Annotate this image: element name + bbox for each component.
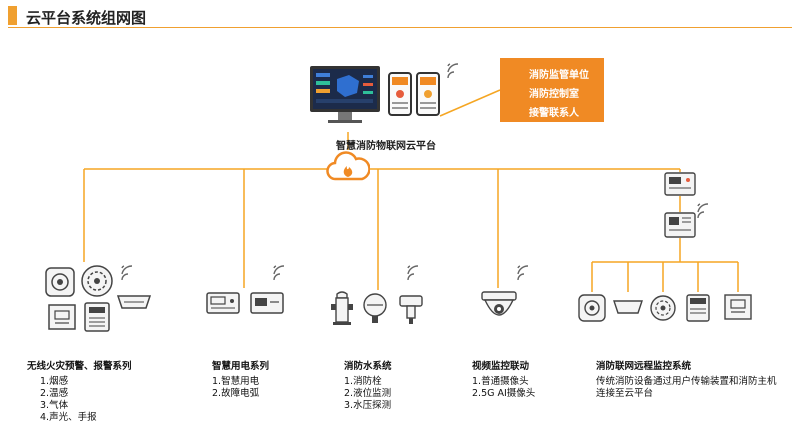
manual-call-point-icon [724, 294, 752, 320]
group-title-fire-alarm: 无线火灾预警、报警系列 [27, 361, 132, 372]
monitor-foot [328, 120, 362, 123]
sound-light-alarm-icon [84, 302, 110, 332]
notify-target-supervisor: 消防监管单位 [529, 70, 589, 81]
group-item: 2.温感 [40, 388, 69, 399]
group-title-electric: 智慧用电系列 [212, 361, 270, 372]
group-item: 2.液位监测 [344, 388, 392, 399]
group-item: 传统消防设备通过用户传输装置和消防主机 [596, 376, 777, 387]
heat-detector-icon [81, 265, 113, 297]
notify-line [439, 89, 501, 117]
title-accent-bar [8, 6, 17, 25]
level-sensor-icon [363, 293, 387, 323]
fire-panel-icon [664, 172, 696, 196]
smoke-detector-icon [578, 294, 606, 322]
group-item: 4.声光、手报 [40, 412, 97, 423]
phone-screen [420, 77, 436, 109]
cloud-platform-devices [308, 60, 468, 130]
transmission-device-icon [664, 212, 696, 238]
gas-detector-icon [613, 300, 643, 314]
title-underline [8, 27, 792, 28]
cloud-fire-icon [326, 151, 370, 181]
page-title: 云平台系统组网图 [26, 9, 147, 27]
wifi-signal-icon [407, 265, 419, 281]
group-item: 1.普通摄像头 [472, 376, 529, 387]
gas-detector-icon [116, 295, 152, 309]
group-title-remote: 消防联网远程监控系统 [596, 361, 692, 372]
group-item: 2.故障电弧 [212, 388, 260, 399]
smoke-detector-icon [45, 267, 75, 297]
sound-light-alarm-icon [686, 294, 710, 322]
monitor-icon [310, 66, 380, 112]
group-item: 3.水压探测 [344, 400, 392, 411]
wifi-signal-icon [517, 265, 529, 281]
dashboard-map-icon [316, 73, 373, 103]
monitor-stand [338, 112, 352, 120]
group-item: 3.气体 [40, 400, 69, 411]
notify-target-control-room: 消防控制室 [529, 89, 579, 100]
group-item: 2.5G AI摄像头 [472, 388, 536, 399]
group-item: 1.消防栓 [344, 376, 382, 387]
arc-fault-detector-icon [250, 292, 284, 314]
wifi-signal-icon [697, 203, 709, 219]
dome-camera-icon [481, 291, 517, 316]
notify-targets-box: 消防监管单位 消防控制室 接警联系人 [500, 58, 604, 122]
group-item: 1.烟感 [40, 376, 69, 387]
phone-icon [388, 72, 412, 116]
heat-detector-icon [650, 295, 676, 321]
manual-call-point-icon [48, 304, 76, 330]
smart-meter-icon [206, 292, 240, 314]
group-item: 1.智慧用电 [212, 376, 260, 387]
group-item: 连接至云平台 [596, 388, 654, 399]
platform-label: 智慧消防物联网云平台 [336, 141, 436, 152]
phone-screen [392, 77, 408, 109]
wifi-signal-icon [447, 63, 459, 79]
wifi-signal-icon [121, 265, 133, 281]
fire-hydrant-icon [331, 291, 353, 325]
phone-icon [416, 72, 440, 116]
group-title-video: 视频监控联动 [472, 361, 530, 372]
wifi-signal-icon [273, 265, 285, 281]
page-header: 云平台系统组网图 [8, 6, 792, 28]
notify-target-contact: 接警联系人 [529, 108, 579, 119]
group-title-water: 消防水系统 [344, 361, 392, 372]
pressure-sensor-icon [399, 295, 423, 324]
